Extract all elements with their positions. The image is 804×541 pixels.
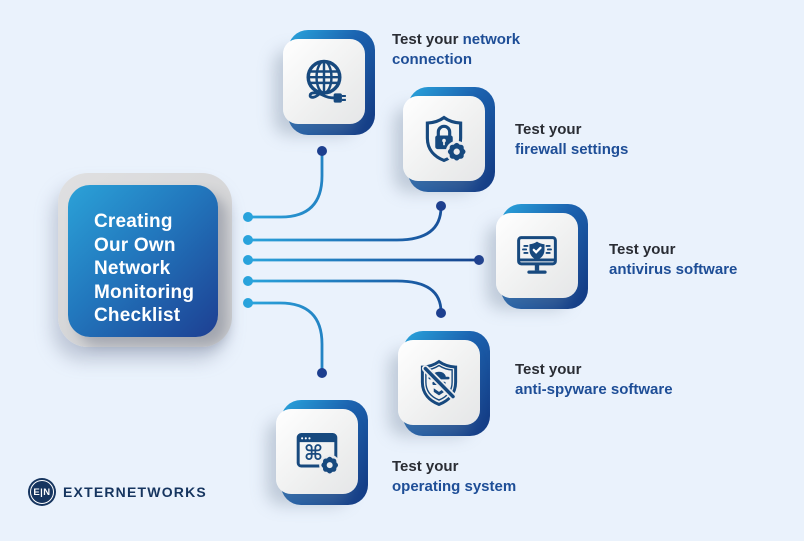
card-face — [403, 96, 485, 181]
window-dots — [301, 436, 311, 439]
label-operating-system: Test your operating system — [392, 458, 517, 495]
shield-lock-gear-icon — [425, 115, 468, 163]
label-anti-spyware-software: Test your anti-spyware software — [515, 361, 673, 398]
gear-icon — [321, 456, 339, 473]
connector-line-os — [246, 301, 324, 374]
card-anti-spyware-software — [398, 331, 490, 436]
connector-end-dots — [317, 146, 484, 378]
monitor-shield-icon — [517, 235, 557, 274]
title-box: Creating Our Own Network Monitoring Chec… — [68, 185, 218, 337]
title-card: Creating Our Own Network Monitoring Chec… — [58, 173, 232, 347]
card-network-connection — [283, 30, 375, 135]
connector-start-dots — [243, 212, 253, 308]
logo-circle-icon: E|N — [28, 478, 56, 506]
command-glyph: ⌘ — [304, 440, 323, 464]
alert-dashes — [522, 244, 552, 254]
label-antivirus-software: Test your antivirus software — [609, 241, 738, 278]
connector-line-network — [246, 149, 324, 219]
window-command-gear-icon: ⌘ — [296, 432, 341, 476]
gear-icon — [447, 142, 466, 160]
card-firewall-settings — [403, 87, 495, 192]
shield-spy-slash-icon — [420, 359, 458, 406]
globe-plug-icon — [306, 59, 346, 103]
logo-wordmark: EXTERNETWORKS — [63, 484, 207, 500]
page-title: Creating Our Own Network Monitoring Chec… — [94, 211, 195, 326]
label-firewall-settings: Test your firewall settings — [515, 121, 629, 158]
externetworks-logo: E|N EXTERNETWORKS — [28, 478, 207, 506]
card-face — [496, 213, 578, 298]
card-operating-system: ⌘ — [276, 400, 368, 505]
connector-line-firewall — [246, 205, 443, 242]
card-face — [398, 340, 480, 425]
label-network-connection: Test your network connection — [392, 31, 521, 68]
card-antivirus-software — [496, 204, 588, 309]
card-face: ⌘ — [276, 409, 358, 494]
card-face — [283, 39, 365, 124]
connector-line-antispyware — [246, 279, 443, 314]
logo-mark: E|N — [33, 486, 51, 498]
